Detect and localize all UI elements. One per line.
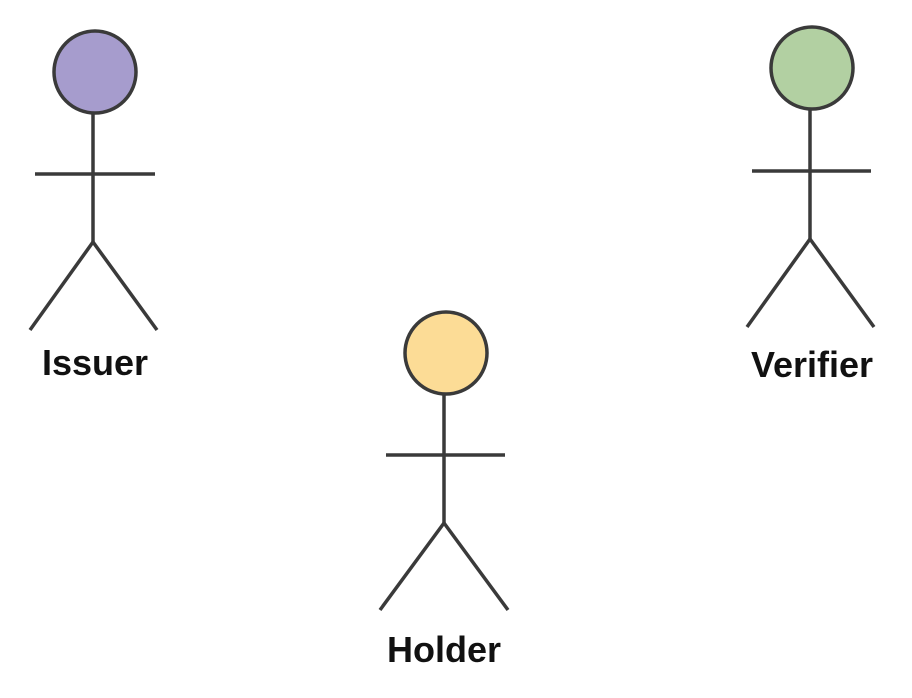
actor-leg-left xyxy=(745,237,812,329)
stick-figure-icon xyxy=(745,25,876,329)
actor-label-verifier: Verifier xyxy=(751,344,873,385)
stick-figure-icon xyxy=(28,29,159,332)
actor-head xyxy=(769,25,855,111)
actor-leg-right xyxy=(91,240,159,332)
actor-head xyxy=(403,310,489,396)
actor-label-holder: Holder xyxy=(387,629,501,670)
actor-leg-left xyxy=(378,521,446,612)
actor-leg-left xyxy=(28,240,95,332)
actor-issuer: Issuer xyxy=(28,29,159,383)
actor-verifier: Verifier xyxy=(745,25,876,385)
actor-head xyxy=(52,29,138,115)
stick-figure-icon xyxy=(378,310,510,612)
actor-leg-right xyxy=(808,237,876,329)
actor-leg-right xyxy=(442,521,510,612)
actor-holder: Holder xyxy=(378,310,510,670)
actor-label-issuer: Issuer xyxy=(42,342,148,383)
